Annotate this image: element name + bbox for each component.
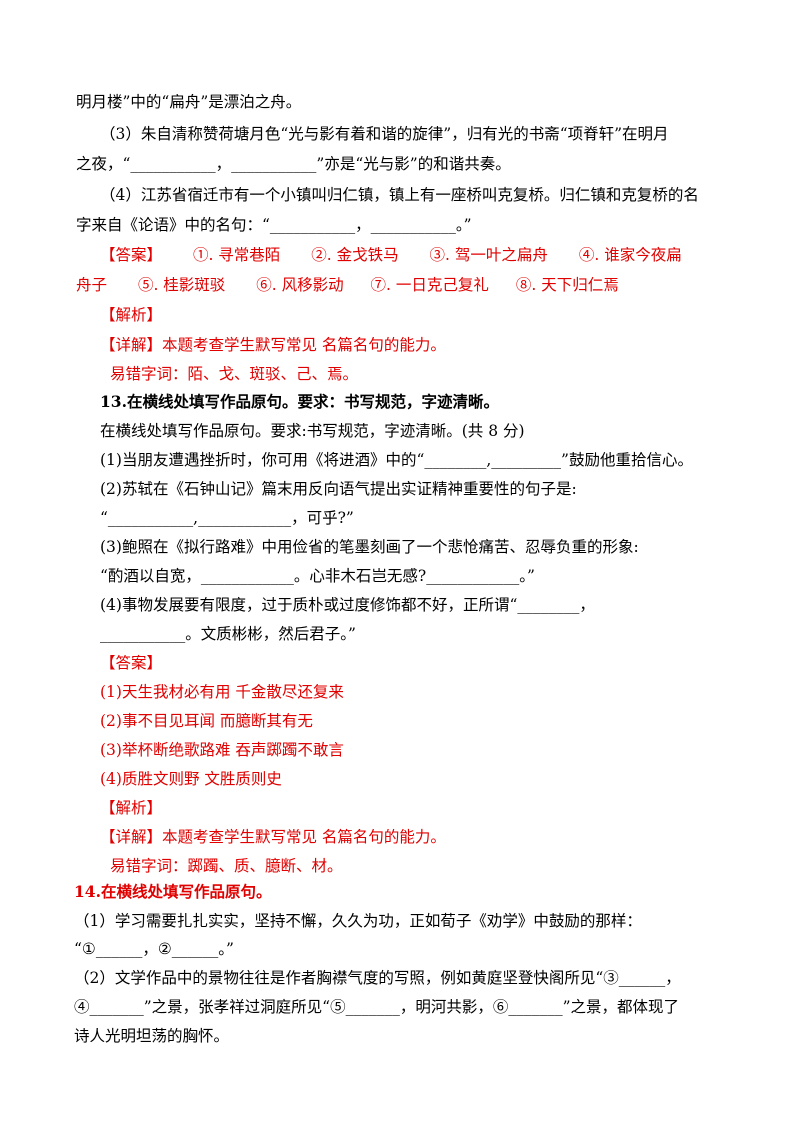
q14-title-text: 14.在横线处填写作品原句。 (74, 882, 272, 901)
q14-item1-line1: （1）学习需要扎扎实实，坚持不懈，久久为功，正如荀子《劝学》中鼓励的那样： (74, 912, 642, 930)
q12-line-continuation: 明月楼”中的“扁舟”是漂泊之舟。 (76, 93, 302, 111)
q14-title: 14.在横线处填写作品原句。 (74, 882, 760, 902)
q12-analysis-label: 【解析】 (100, 306, 163, 324)
q13-detail: 【详解】本题考查学生默写常见 名篇名句的能力。 (100, 828, 446, 846)
q12-answers-line2: 舟子 ⑤. 桂影斑驳 ⑥. 风移影动 ⑦. 一日克己复礼 ⑧. 天下归仁焉 (76, 275, 760, 295)
answer-item: 舟子 (76, 276, 108, 294)
answer-item: ③. 驾一叶之扁舟 (429, 246, 548, 264)
answer-item: ④. 谁家今夜扁 (578, 246, 682, 264)
q13-answer-2: (2)事不目见耳闻 而臆断其有无 (100, 712, 313, 730)
answer-item: ⑤. 桂影斑驳 (137, 276, 226, 294)
answer-item: ⑥. 风移影动 (256, 276, 344, 294)
q12-item3-line1: （3）朱自清称赞荷塘月色“光与影有着和谐的旋律”，归有光的书斋“项脊轩”在明月 (100, 125, 669, 143)
answer-item: ⑧. 天下归仁焉 (515, 276, 619, 294)
q12-detail: 【详解】本题考查学生默写常见 名篇名句的能力。 (100, 336, 446, 354)
answer-label: 【答案】 (100, 246, 163, 264)
q13-item3-line1: (3)鲍照在《拟行路难》中用俭省的笔墨刻画了一个悲怆痛苦、忍辱负重的形象: (100, 538, 639, 556)
q14-item2-line1: （2）文学作品中的景物往往是作者胸襟气度的写照，例如黄庭坚登快阁所见“③____… (74, 969, 681, 987)
q12-item4-line2: 字来自《论语》中的名句：“___________，___________。” (76, 216, 472, 234)
q13-item4-line1: (4)事物发展要有限度，过于质朴或过度修饰都不好，正所谓“________， (100, 596, 595, 614)
q13-answer-3: (3)举杯断绝歌路难 吞声踯躅不敢言 (100, 741, 344, 759)
q13-item2-line1: (2)苏轼在《石钟山记》篇末用反向语气提出实证精神重要性的句子是: (100, 480, 577, 498)
q14-item2-line2: ④_______”之景，张孝祥过洞庭所见“⑤_______，明河共影，⑥____… (74, 998, 680, 1016)
q13-intro: 在横线处填写作品原句。要求:书写规范，字迹清晰。(共 8 分) (100, 422, 525, 440)
answer-item: ②. 金戈铁马 (311, 246, 399, 264)
q13-analysis-label: 【解析】 (100, 799, 163, 817)
q13-answer-4: (4)质胜文则野 文胜质则史 (100, 770, 282, 788)
q14-item2-line3: 诗人光明坦荡的胸怀。 (74, 1027, 230, 1045)
answer-item: ①. 寻常巷陌 (192, 246, 281, 264)
q13-item1: (1)当朋友遭遇挫折时，你可用《将进酒》中的“________,________… (100, 451, 693, 469)
q13-item2-line2: “___________,____________，可乎?” (100, 509, 354, 527)
q12-typo-words: 易错字词：陌、戈、斑驳、己、焉。 (110, 365, 359, 383)
q12-answers-line1: 【答案】 ①. 寻常巷陌 ②. 金戈铁马 ③. 驾一叶之扁舟 ④. 谁家今夜扁 (100, 245, 760, 265)
q13-item4-line2: ___________。文质彬彬，然后君子。” (100, 625, 356, 643)
q14-item1-line2: “①______，②______。” (74, 940, 234, 958)
q13-item3-line2: “酌酒以自宽，____________。心非木石岂无感?____________… (100, 567, 535, 585)
q13-answer-label: 【答案】 (100, 654, 163, 672)
q13-typo-words: 易错字词：踯躅、质、臆断、材。 (110, 857, 343, 875)
q12-item4-line1: （4）江苏省宿迁市有一个小镇叫归仁镇，镇上有一座桥叫克复桥。归仁镇和克复桥的名 (100, 186, 699, 204)
answer-item: ⑦. 一日克己复礼 (370, 276, 489, 294)
q13-title: 13.在横线处填写作品原句。要求：书写规范，字迹清晰。 (100, 392, 499, 411)
q13-answer-1: (1)天生我材必有用 千金散尽还复来 (100, 683, 344, 701)
q12-item3-line2: 之夜，“___________，___________”亦是“光与影”的和谐共奏… (76, 155, 511, 173)
